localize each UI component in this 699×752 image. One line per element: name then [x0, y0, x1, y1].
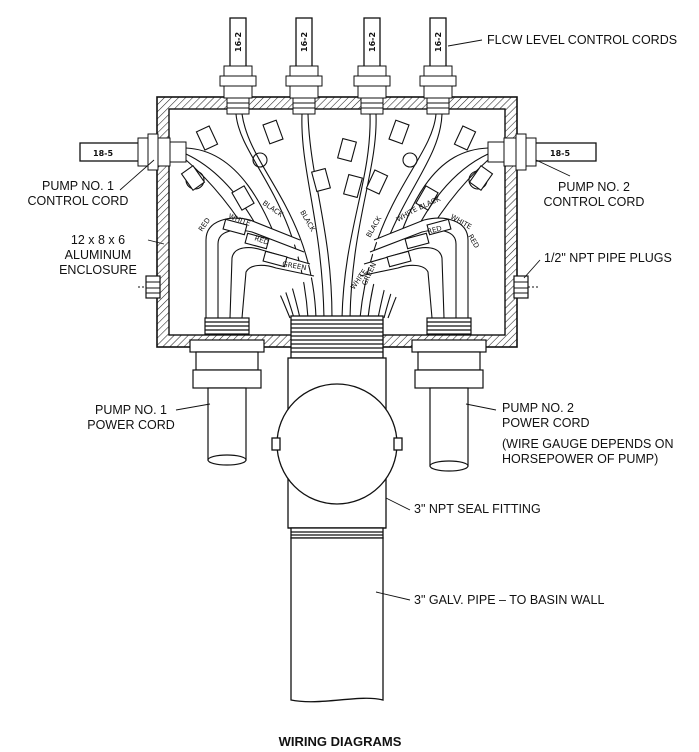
pump2-control-label-1: PUMP NO. 2 — [558, 180, 630, 194]
pump2-wire-bundle — [359, 217, 469, 319]
enclosure-label-2: ALUMINUM — [65, 248, 132, 262]
seal-fitting-label: 3" NPT SEAL FITTING — [414, 502, 541, 516]
galv-pipe-label: 3" GALV. PIPE – TO BASIN WALL — [414, 593, 604, 607]
galvanized-pipe — [290, 537, 384, 703]
pipe-plug-left — [138, 275, 161, 299]
level-cord-3: 16-2 — [353, 17, 391, 115]
pump2-control-cord-tag: 18-5 — [550, 149, 570, 158]
pump1-power-label-1: PUMP NO. 1 — [95, 403, 167, 417]
level-cord-1: 16-2 — [219, 17, 257, 115]
pump2-control-cord: 18-5 — [487, 133, 597, 171]
pipe-plug-right — [513, 275, 538, 299]
level-control-cords: 16-2 16-2 16-2 — [219, 17, 457, 115]
leader-lines — [119, 39, 571, 601]
wire-nuts — [180, 119, 494, 211]
callout-labels: FLCW LEVEL CONTROL CORDS PUMP NO. 1 CONT… — [28, 33, 678, 749]
pump1-control-label-1: PUMP NO. 1 — [42, 179, 114, 193]
pump1-power-label-2: POWER CORD — [87, 418, 175, 432]
level-cord-2: 16-2 — [285, 17, 323, 115]
diagram-caption: WIRING DIAGRAMS — [279, 734, 402, 749]
pump1-power-connector — [189, 317, 265, 466]
pump1-control-cord-tag: 18-5 — [93, 149, 113, 158]
pump1-control-cord: 18-5 — [79, 133, 187, 171]
pipe-plugs-label: 1/2" NPT PIPE PLUGS — [544, 251, 672, 265]
enclosure-label-1: 12 x 8 x 6 — [71, 233, 125, 247]
flcw-cords-label: FLCW LEVEL CONTROL CORDS — [487, 33, 677, 47]
pump2-power-label-2: POWER CORD — [502, 416, 590, 430]
level-cord-4: 16-2 — [419, 17, 457, 115]
pump2-power-connector — [411, 317, 487, 472]
pump2-power-label-1: PUMP NO. 2 — [502, 401, 574, 415]
gauge-note-label-2: HORSEPOWER OF PUMP) — [502, 452, 658, 466]
gauge-note-label-1: (WIRE GAUGE DEPENDS ON — [502, 437, 674, 451]
level-cord-3-tag: 16-2 — [368, 32, 377, 52]
pump1-wire-bundle — [205, 217, 315, 319]
level-cord-1-tag: 16-2 — [234, 32, 243, 52]
pump2-red-label: RED — [426, 224, 442, 236]
pump1-control-label-2: CONTROL CORD — [28, 194, 129, 208]
seal-fitting — [271, 315, 403, 539]
level-cord-2-tag: 16-2 — [300, 32, 309, 52]
enclosure-label-3: ENCLOSURE — [59, 263, 137, 277]
pump2-control-label-2: CONTROL CORD — [544, 195, 645, 209]
level-cord-4-tag: 16-2 — [434, 32, 443, 52]
